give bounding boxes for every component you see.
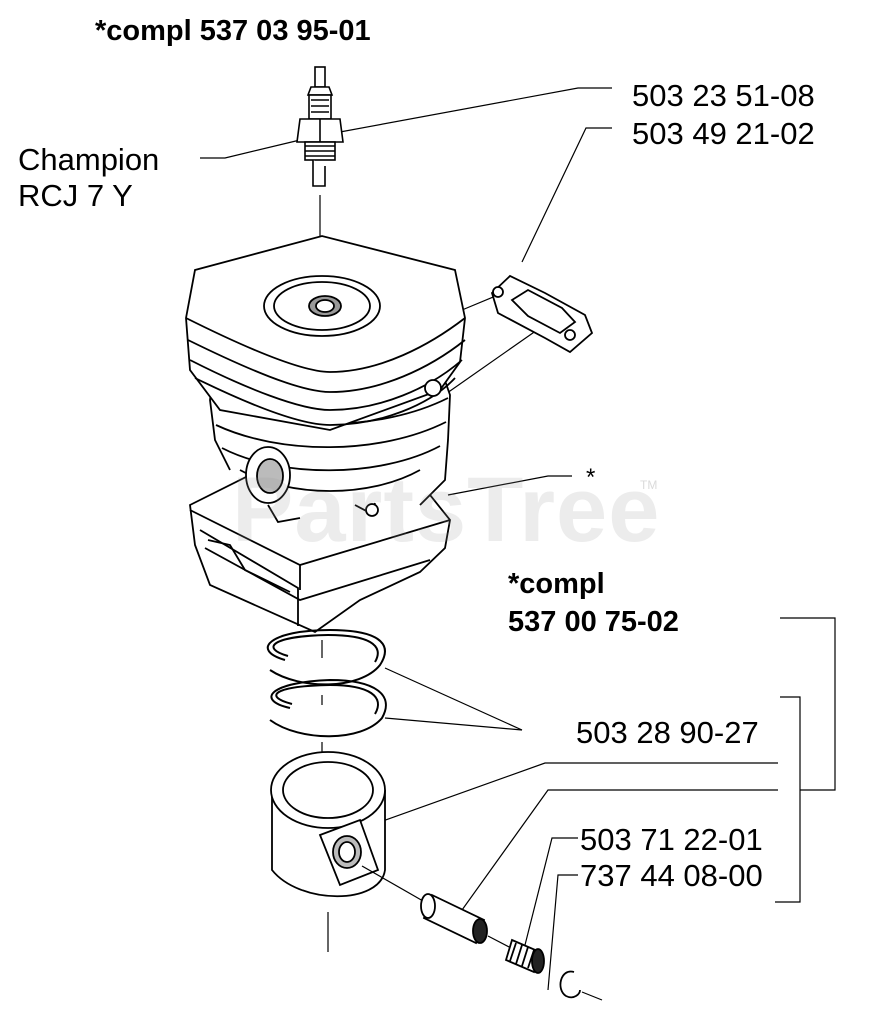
- exhaust-gasket: [490, 274, 594, 354]
- piston-kit-label-line1: *compl: [508, 568, 605, 600]
- cylinder-asterisk-marker: *: [586, 464, 596, 491]
- spark-plug: [296, 66, 344, 187]
- piston-rings: [266, 628, 387, 738]
- part-number-circlip: 737 44 08-00: [580, 858, 763, 893]
- piston: [270, 751, 386, 897]
- needle-bearing: [504, 938, 545, 974]
- cylinder: [185, 235, 466, 634]
- pin-axis: [361, 865, 431, 906]
- piston-kit-label-line2: 537 00 75-02: [508, 606, 679, 638]
- watermark-trademark: TM: [640, 478, 658, 492]
- part-number-needle-bearing: 503 71 22-01: [580, 822, 763, 857]
- spark-plug-model: RCJ 7 Y: [18, 178, 133, 213]
- part-number-piston-ring: 503 28 90-27: [576, 715, 759, 750]
- part-number-gasket: 503 49 21-02: [632, 116, 815, 151]
- circlip: [559, 970, 581, 999]
- spark-plug-brand: Champion: [18, 142, 160, 177]
- circlip-axis: [581, 991, 603, 1001]
- piston-pin: [420, 893, 488, 945]
- part-number-spark-plug: 503 23 51-08: [632, 78, 815, 113]
- watermark: PartsTree: [232, 459, 661, 561]
- leader-lines: [200, 87, 836, 991]
- cylinder-kit-label: *compl 537 03 95-01: [95, 15, 371, 47]
